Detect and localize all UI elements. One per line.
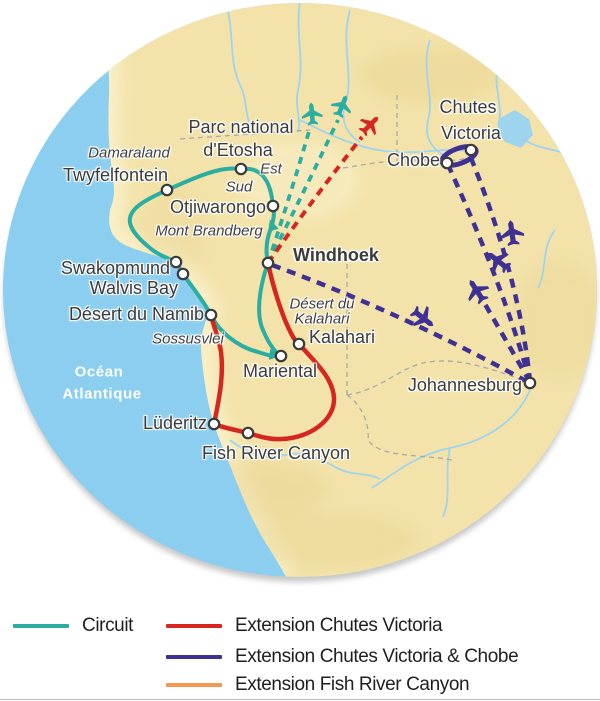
dot-kalahari bbox=[292, 337, 306, 351]
label-chobe: Chobe bbox=[386, 150, 440, 170]
label-twyfelfontein: Twyfelfontein bbox=[62, 165, 168, 185]
dot-etosha-sud bbox=[234, 162, 248, 176]
label-mariental: Mariental bbox=[242, 361, 318, 381]
plane-purple-to-joburg-icon bbox=[409, 305, 434, 327]
label-damaraland: Damaraland bbox=[88, 144, 170, 162]
label-est: Est bbox=[260, 160, 282, 178]
legend-label-circuit: Circuit bbox=[82, 615, 134, 636]
legend-item-ext-victoria-chobe: Extension Chutes Victoria & Chobe bbox=[166, 646, 519, 668]
plane-purple-to-windhoek-icon bbox=[468, 280, 490, 305]
label-mont-brandberg: Mont Brandberg bbox=[155, 222, 263, 240]
label-desert-kalahari-1: Désert du bbox=[289, 295, 355, 313]
dot-walvis-bay bbox=[176, 267, 190, 281]
dot-mariental bbox=[274, 349, 288, 363]
bottom-divider bbox=[0, 699, 600, 700]
dot-victoria bbox=[464, 143, 478, 157]
label-parc-etosha-1: Parc national bbox=[188, 117, 294, 137]
label-walvis-bay: Walvis Bay bbox=[89, 278, 178, 298]
label-swakopmund: Swakopmund bbox=[60, 258, 170, 278]
rivers bbox=[224, 3, 597, 518]
dot-luderitz bbox=[207, 417, 221, 431]
flight-windhoek-victoria bbox=[266, 135, 364, 265]
plane-teal-north-icon bbox=[301, 102, 323, 126]
dot-chobe bbox=[440, 156, 454, 170]
legend-label-ext-fish-river: Extension Fish River Canyon bbox=[235, 674, 470, 695]
label-chutes-victoria-2: Victoria bbox=[441, 123, 501, 143]
label-ocean-2: Atlantique bbox=[62, 385, 142, 403]
planes-layer bbox=[301, 95, 525, 327]
label-chutes-victoria-1: Chutes bbox=[439, 97, 497, 117]
dot-swakopmund bbox=[169, 255, 183, 269]
legend-line-ext-fish-river bbox=[166, 683, 222, 687]
legend-item-ext-victoria: Extension Chutes Victoria bbox=[166, 615, 443, 637]
route-extension-victoria bbox=[208, 260, 337, 442]
label-sossusvlei: Sossusvlei bbox=[152, 330, 224, 348]
label-luderitz: Lüderitz bbox=[142, 413, 207, 433]
victoria-lake bbox=[497, 110, 533, 148]
dot-windhoek bbox=[261, 256, 275, 270]
dot-desert-namib bbox=[204, 308, 218, 322]
legend-line-ext-victoria-chobe bbox=[166, 655, 222, 659]
flights-purple bbox=[271, 157, 533, 384]
flight-windhoek-north bbox=[266, 127, 312, 264]
label-otjiwarongo: Otjiwarongo bbox=[169, 197, 266, 217]
flight-windhoek-northeast bbox=[266, 119, 340, 264]
dot-fish-river bbox=[241, 426, 255, 440]
dot-twyfelfontein bbox=[160, 183, 174, 197]
label-johannesburg: Johannesburg bbox=[407, 375, 522, 395]
circuit-arrow-north bbox=[268, 219, 279, 232]
plane-purple-return-icon bbox=[487, 252, 512, 274]
legend-line-ext-victoria bbox=[166, 624, 222, 628]
dot-otjiwarongo bbox=[266, 199, 280, 213]
dot-johannesburg bbox=[523, 376, 537, 390]
label-desert-du-namib: Désert du Namib bbox=[68, 304, 204, 324]
legend-label-ext-victoria: Extension Chutes Victoria bbox=[235, 615, 443, 636]
legend-item-ext-fish-river: Extension Fish River Canyon bbox=[166, 674, 470, 696]
plane-teal-northeast-icon bbox=[330, 95, 351, 119]
legend-label-ext-victoria-chobe: Extension Chutes Victoria & Chobe bbox=[235, 646, 519, 667]
label-sud: Sud bbox=[225, 178, 253, 196]
label-ocean-1: Océan bbox=[74, 363, 124, 381]
legend-item-circuit: Circuit bbox=[13, 615, 133, 637]
map-circle bbox=[3, 3, 597, 577]
label-fish-river-canyon: Fish River Canyon bbox=[201, 443, 351, 463]
map-canvas bbox=[3, 3, 597, 582]
label-desert-kalahari-2: Kalahari bbox=[294, 310, 350, 328]
label-kalahari-city: Kalahari bbox=[309, 327, 376, 347]
plane-red-victoria-icon bbox=[358, 116, 379, 137]
label-parc-etosha-2: d'Etosha bbox=[203, 140, 273, 160]
legend-line-circuit bbox=[13, 624, 69, 628]
plane-purple-to-victoria-icon bbox=[500, 220, 525, 247]
label-windhoek: Windhoek bbox=[293, 245, 379, 265]
city-dots-layer bbox=[160, 143, 537, 440]
